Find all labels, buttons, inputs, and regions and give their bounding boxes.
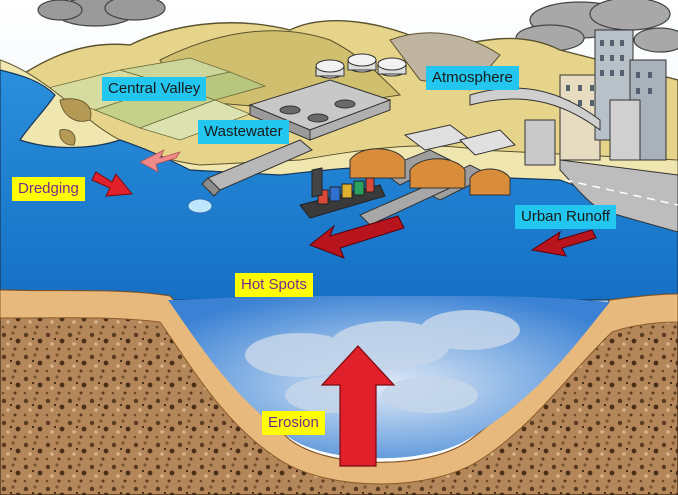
label-erosion: Erosion xyxy=(262,411,325,435)
label-central-valley: Central Valley xyxy=(102,77,206,101)
label-urban-runoff: Urban Runoff xyxy=(515,205,616,229)
label-dredging: Dredging xyxy=(12,177,85,201)
label-hot-spots: Hot Spots xyxy=(235,273,313,297)
label-atmosphere: Atmosphere xyxy=(426,66,519,90)
label-wastewater: Wastewater xyxy=(198,120,289,144)
